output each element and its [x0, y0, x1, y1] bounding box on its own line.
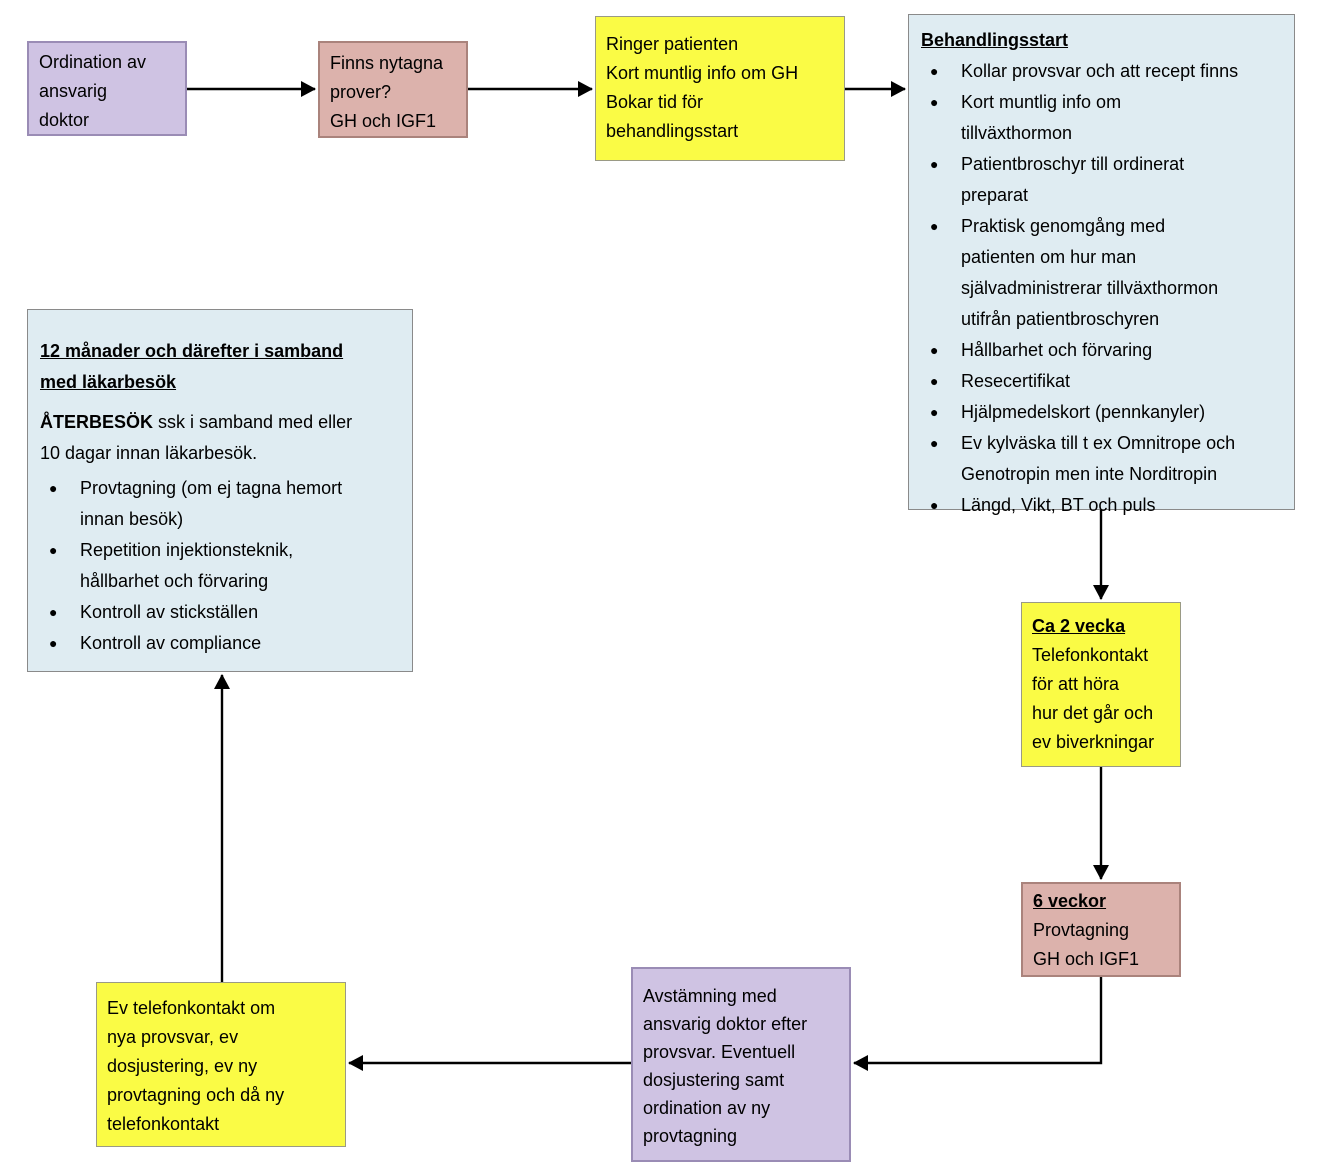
bullet-item: Kort muntlig info om tillväxthormon: [921, 87, 1288, 149]
title-line: 12 månader och därefter i samband: [40, 341, 344, 361]
text-line: prover?: [330, 82, 392, 102]
bullet-list: Provtagning (om ej tagna hemort innan be…: [40, 473, 404, 659]
intro-bold: ÅTERBESÖK: [40, 412, 154, 432]
text-line: ev biverkningar: [1032, 732, 1155, 752]
node-ev-telefonkontakt: Ev telefonkontakt om nya provsvar, ev dosj…: [96, 982, 346, 1147]
text-line: Kort muntlig info om GH: [606, 63, 799, 83]
node-avstamning: Avstämning med ansvarig doktor efter provs…: [631, 967, 851, 1162]
text-line: doktor: [39, 110, 90, 130]
text-line: provtagning och då ny: [107, 1085, 285, 1105]
text-line: provsvar. Eventuell: [643, 1042, 796, 1062]
bullet-item: Kollar provsvar och att recept finns: [921, 56, 1288, 87]
node-text: Finns nytagna prover? GH och IGF1: [330, 49, 456, 136]
text-line: dosjustering samt: [643, 1070, 785, 1090]
bullet-item: Repetition injektionsteknik, hållbarhet …: [40, 535, 404, 597]
text-line: Telefonkontakt: [1032, 645, 1149, 665]
bullet-item: Resecertifikat: [921, 366, 1288, 397]
text-line: för att höra: [1032, 674, 1120, 694]
node-text: Telefonkontakt för att höra hur det går oc…: [1032, 641, 1170, 757]
node-ca-2-vecka: Ca 2 vecka Telefonkontakt för att höra hur…: [1021, 602, 1181, 767]
bullet-item: Patientbroschyr till ordinerat preparat: [921, 149, 1288, 211]
title-line: med läkarbesök: [40, 372, 177, 392]
text-line: hur det går och: [1032, 703, 1154, 723]
text-line: GH och IGF1: [1033, 949, 1140, 969]
node-text: Ordination av ansvarig doktor: [39, 48, 175, 135]
intro-rest: ssk i samband med eller 10 dagar innan l…: [40, 412, 353, 463]
text-line: GH och IGF1: [330, 111, 437, 131]
node-ordination: Ordination av ansvarig doktor: [27, 41, 187, 136]
text-line: nya provsvar, ev: [107, 1027, 239, 1047]
bullet-item: Kontroll av compliance: [40, 628, 404, 659]
bullet-item: Hjälpmedelskort (pennkanyler): [921, 397, 1288, 428]
text-line: ansvarig doktor efter: [643, 1014, 808, 1034]
text-line: ansvarig: [39, 81, 108, 101]
text-line: Ordination av: [39, 52, 147, 72]
node-intro: ÅTERBESÖK ssk i samband med eller 10 dag…: [40, 407, 404, 469]
bullet-item: Kontroll av stickställen: [40, 597, 404, 628]
node-12-manader: 12 månader och därefter i samband med läk…: [27, 309, 413, 672]
text-line: Finns nytagna: [330, 53, 444, 73]
node-title: 12 månader och därefter i samband med läk…: [40, 336, 404, 398]
bullet-item: Längd, Vikt, BT och puls: [921, 490, 1288, 521]
arrow-sex-veckor-to-avstamning: [853, 977, 1103, 1071]
node-behandlingsstart: Behandlingsstart Kollar provsvar och att…: [908, 14, 1295, 521]
node-title: Ca 2 vecka: [1032, 616, 1126, 636]
node-text: Ev telefonkontakt om nya provsvar, ev dosj…: [107, 994, 335, 1139]
text-line: Ev telefonkontakt om: [107, 998, 276, 1018]
bullet-item: Hållbarhet och förvaring: [921, 335, 1288, 366]
text-line: behandlingsstart: [606, 121, 739, 141]
text-line: Bokar tid för: [606, 92, 704, 112]
text-line: Avstämning med: [643, 986, 777, 1006]
bullet-item: Ev kylväska till t ex Omnitrope och Geno…: [921, 428, 1288, 490]
text-line: ordination av ny: [643, 1098, 771, 1118]
node-text: Avstämning med ansvarig doktor efter provs…: [643, 982, 839, 1150]
bullet-list: Kollar provsvar och att recept finnsKort…: [921, 56, 1288, 521]
text-line: Provtagning: [1033, 920, 1130, 940]
bullet-item: Praktisk genomgång med patienten om hur …: [921, 211, 1288, 335]
text-line: telefonkontakt: [107, 1114, 220, 1134]
node-6-veckor: 6 veckor Provtagning GH och IGF1: [1021, 882, 1181, 977]
node-text: Provtagning GH och IGF1: [1033, 916, 1169, 974]
text-line: dosjustering, ev ny: [107, 1056, 258, 1076]
node-title: Behandlingsstart: [921, 30, 1069, 50]
text-line: provtagning: [643, 1126, 738, 1146]
bullet-item: Provtagning (om ej tagna hemort innan be…: [40, 473, 404, 535]
node-title: 6 veckor: [1033, 891, 1107, 911]
node-prover: Finns nytagna prover? GH och IGF1: [318, 41, 468, 138]
text-line: Ringer patienten: [606, 34, 739, 54]
